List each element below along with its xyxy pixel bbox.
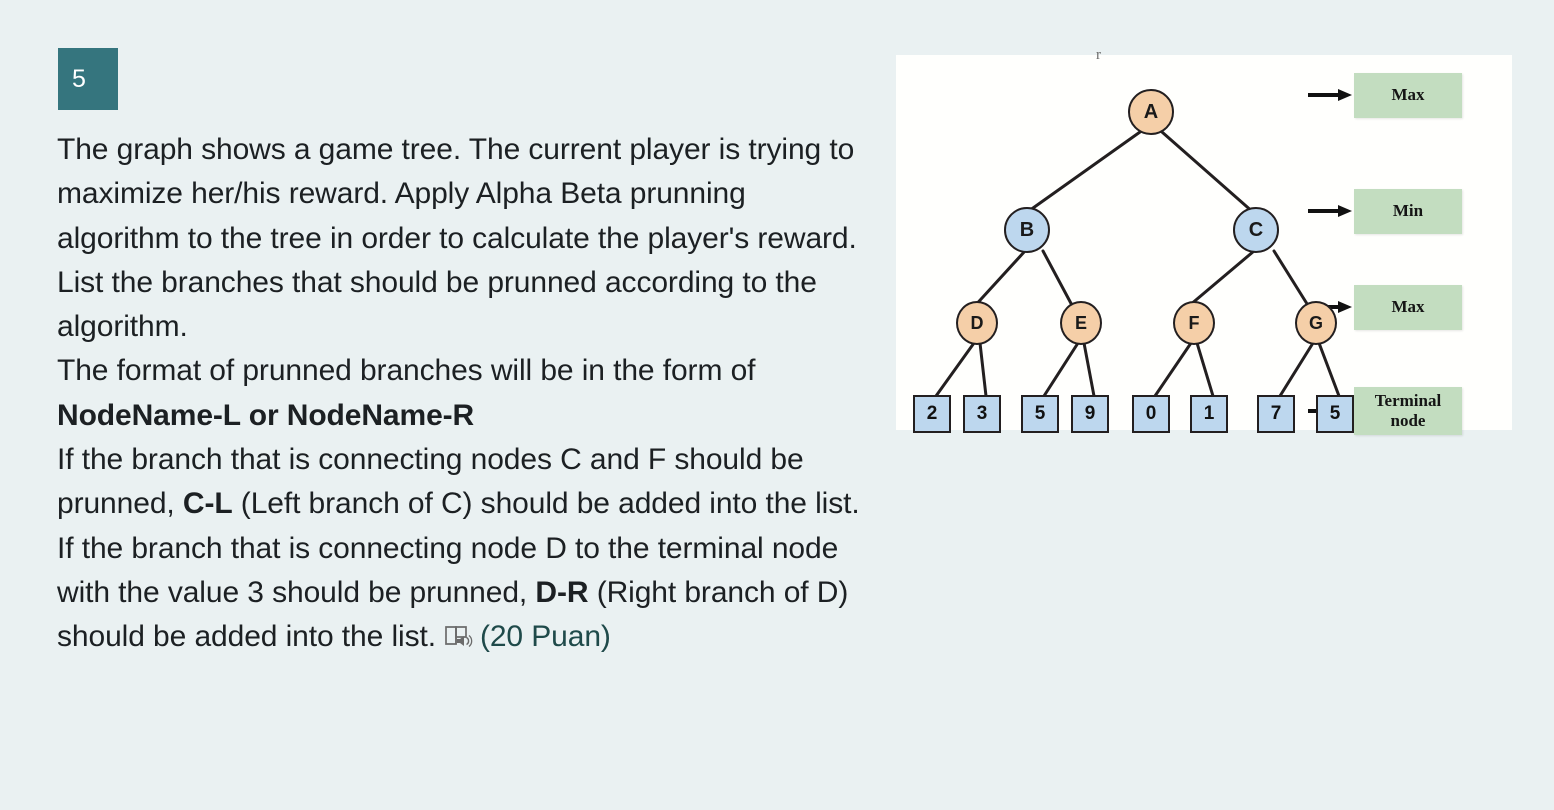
- edge-E-leaf5: [1042, 341, 1080, 398]
- terminal-node-3[interactable]: 5: [1021, 395, 1059, 433]
- terminal-node-7[interactable]: 7: [1257, 395, 1295, 433]
- legend-label-min: Min: [1392, 201, 1424, 221]
- example-c-before: If the branch that is connecting nodes C…: [57, 443, 804, 521]
- edge-F-leaf1: [1195, 341, 1215, 398]
- edge-C-F: [1188, 249, 1256, 307]
- tree-node-A[interactable]: A: [1128, 89, 1174, 135]
- tree-node-F[interactable]: F: [1173, 301, 1215, 345]
- edge-A-C: [1160, 130, 1256, 215]
- legend-arrow-min: [1308, 205, 1352, 217]
- edge-G-leaf5: [1317, 341, 1341, 398]
- question-panel: 5 The graph shows a game tree. The curre…: [57, 48, 867, 660]
- tree-node-D[interactable]: D: [956, 301, 998, 345]
- edge-B-E: [1041, 249, 1076, 311]
- edge-C-G: [1272, 249, 1311, 309]
- edge-D-leaf2: [934, 341, 976, 398]
- legend-label-max-top: Max: [1391, 85, 1425, 105]
- tree-node-B[interactable]: B: [1004, 207, 1050, 253]
- question-text-body: The graph shows a game tree. The current…: [57, 128, 867, 660]
- read-aloud-icon[interactable]: [444, 619, 474, 648]
- terminal-node-8[interactable]: 5: [1316, 395, 1354, 433]
- example-d-after: (Right branch of D) should be added into…: [57, 575, 849, 654]
- tree-node-E[interactable]: E: [1060, 301, 1102, 345]
- tree-node-G[interactable]: G: [1295, 301, 1337, 345]
- legend-arrow-max-top: [1308, 89, 1352, 101]
- question-example-d: If the branch that is connecting node D …: [57, 527, 867, 660]
- legend-chip-terminal: Terminal node: [1354, 387, 1462, 435]
- example-d-code: D-R: [535, 575, 589, 609]
- question-format-template: NodeName-L or NodeName-R: [57, 398, 475, 432]
- scan-artifact-glyph: r: [1096, 49, 1101, 61]
- legend-label-max-bottom: Max: [1391, 297, 1425, 317]
- example-c-code: C-L: [182, 487, 233, 521]
- edge-B-D: [970, 249, 1027, 311]
- edge-D-leaf3: [978, 341, 988, 398]
- question-example-c: If the branch that is connecting nodes C…: [57, 438, 867, 527]
- question-paragraph-intro: The graph shows a game tree. The current…: [57, 128, 867, 349]
- legend-arrows: [1308, 89, 1352, 417]
- legend-chip-max-top: Max: [1354, 73, 1462, 118]
- question-paragraph-intro-text: The graph shows a game tree. The current…: [57, 133, 857, 344]
- legend-label-terminal-line2: node: [1390, 411, 1426, 430]
- edge-G-leaf7: [1278, 341, 1315, 398]
- points-label: (20 Puan): [479, 620, 611, 654]
- question-number-badge: 5: [58, 48, 118, 110]
- edge-A-B: [1024, 130, 1142, 215]
- edge-E-leaf9: [1082, 341, 1096, 398]
- legend-chip-min: Min: [1354, 189, 1462, 234]
- game-tree-figure: r: [896, 49, 1512, 435]
- tree-edges-layer: [934, 89, 1352, 417]
- example-d-before: If the branch that is connecting node D …: [57, 531, 839, 609]
- terminal-node-6[interactable]: 1: [1190, 395, 1228, 433]
- terminal-node-1[interactable]: 2: [913, 395, 951, 433]
- legend-chip-max-bottom: Max: [1354, 285, 1462, 330]
- question-paragraph-format: The format of prunned branches will be i…: [57, 349, 867, 393]
- tree-node-C[interactable]: C: [1233, 207, 1279, 253]
- legend-label-terminal-line1: Terminal: [1374, 390, 1442, 410]
- terminal-node-4[interactable]: 9: [1071, 395, 1109, 433]
- terminal-node-5[interactable]: 0: [1132, 395, 1170, 433]
- terminal-node-2[interactable]: 3: [963, 395, 1001, 433]
- edge-F-leaf0: [1153, 341, 1193, 398]
- example-c-after: (Left branch of C) should be added into …: [232, 487, 860, 521]
- question-paragraph-format-text: The format of prunned branches will be i…: [57, 354, 756, 388]
